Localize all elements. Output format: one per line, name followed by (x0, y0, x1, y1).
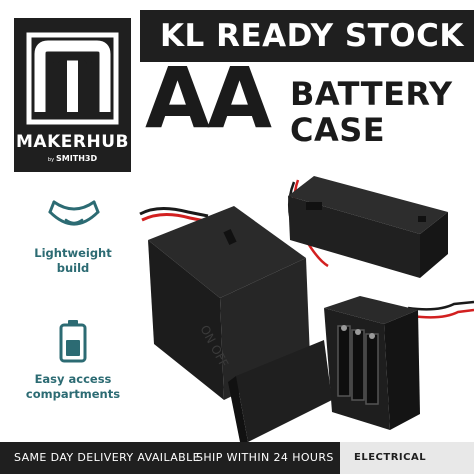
banner-title: KL READY STOCK (160, 18, 464, 54)
byline-name: SMITH3D (56, 154, 98, 163)
stock-banner: KL READY STOCK (140, 10, 474, 62)
byline-prefix: by (47, 157, 55, 163)
footer-delivery: SAME DAY DELIVERY AVAILABLE (14, 451, 200, 464)
makerhub-mark-icon (26, 32, 119, 125)
feature-lightweight-line2: build (56, 260, 90, 275)
category-label: ELECTRICAL (354, 452, 427, 463)
footer-shipping: SHIP WITHIN 24 HOURS (196, 451, 334, 464)
lightweight-icon (48, 200, 100, 226)
feature-lightweight-label: Lightweight build (20, 246, 126, 276)
brand-name: MAKERHUB (16, 132, 129, 152)
battery-case-photo: ON OFF (139, 176, 474, 442)
product-title-line1: BATTERY (290, 75, 453, 113)
feature-lightweight-line1: Lightweight (34, 246, 112, 260)
product-title-line2: CASE (290, 111, 386, 149)
battery-icon (59, 320, 87, 363)
feature-access-line1: Easy access (34, 372, 112, 386)
feature-access-line2: compartments (25, 386, 121, 401)
category-tag: ELECTRICAL (340, 442, 474, 474)
battery-size: AA (145, 49, 272, 147)
feature-access-label: Easy access compartments (14, 372, 132, 402)
footer-bar: SAME DAY DELIVERY AVAILABLE SHIP WITHIN … (0, 442, 474, 474)
